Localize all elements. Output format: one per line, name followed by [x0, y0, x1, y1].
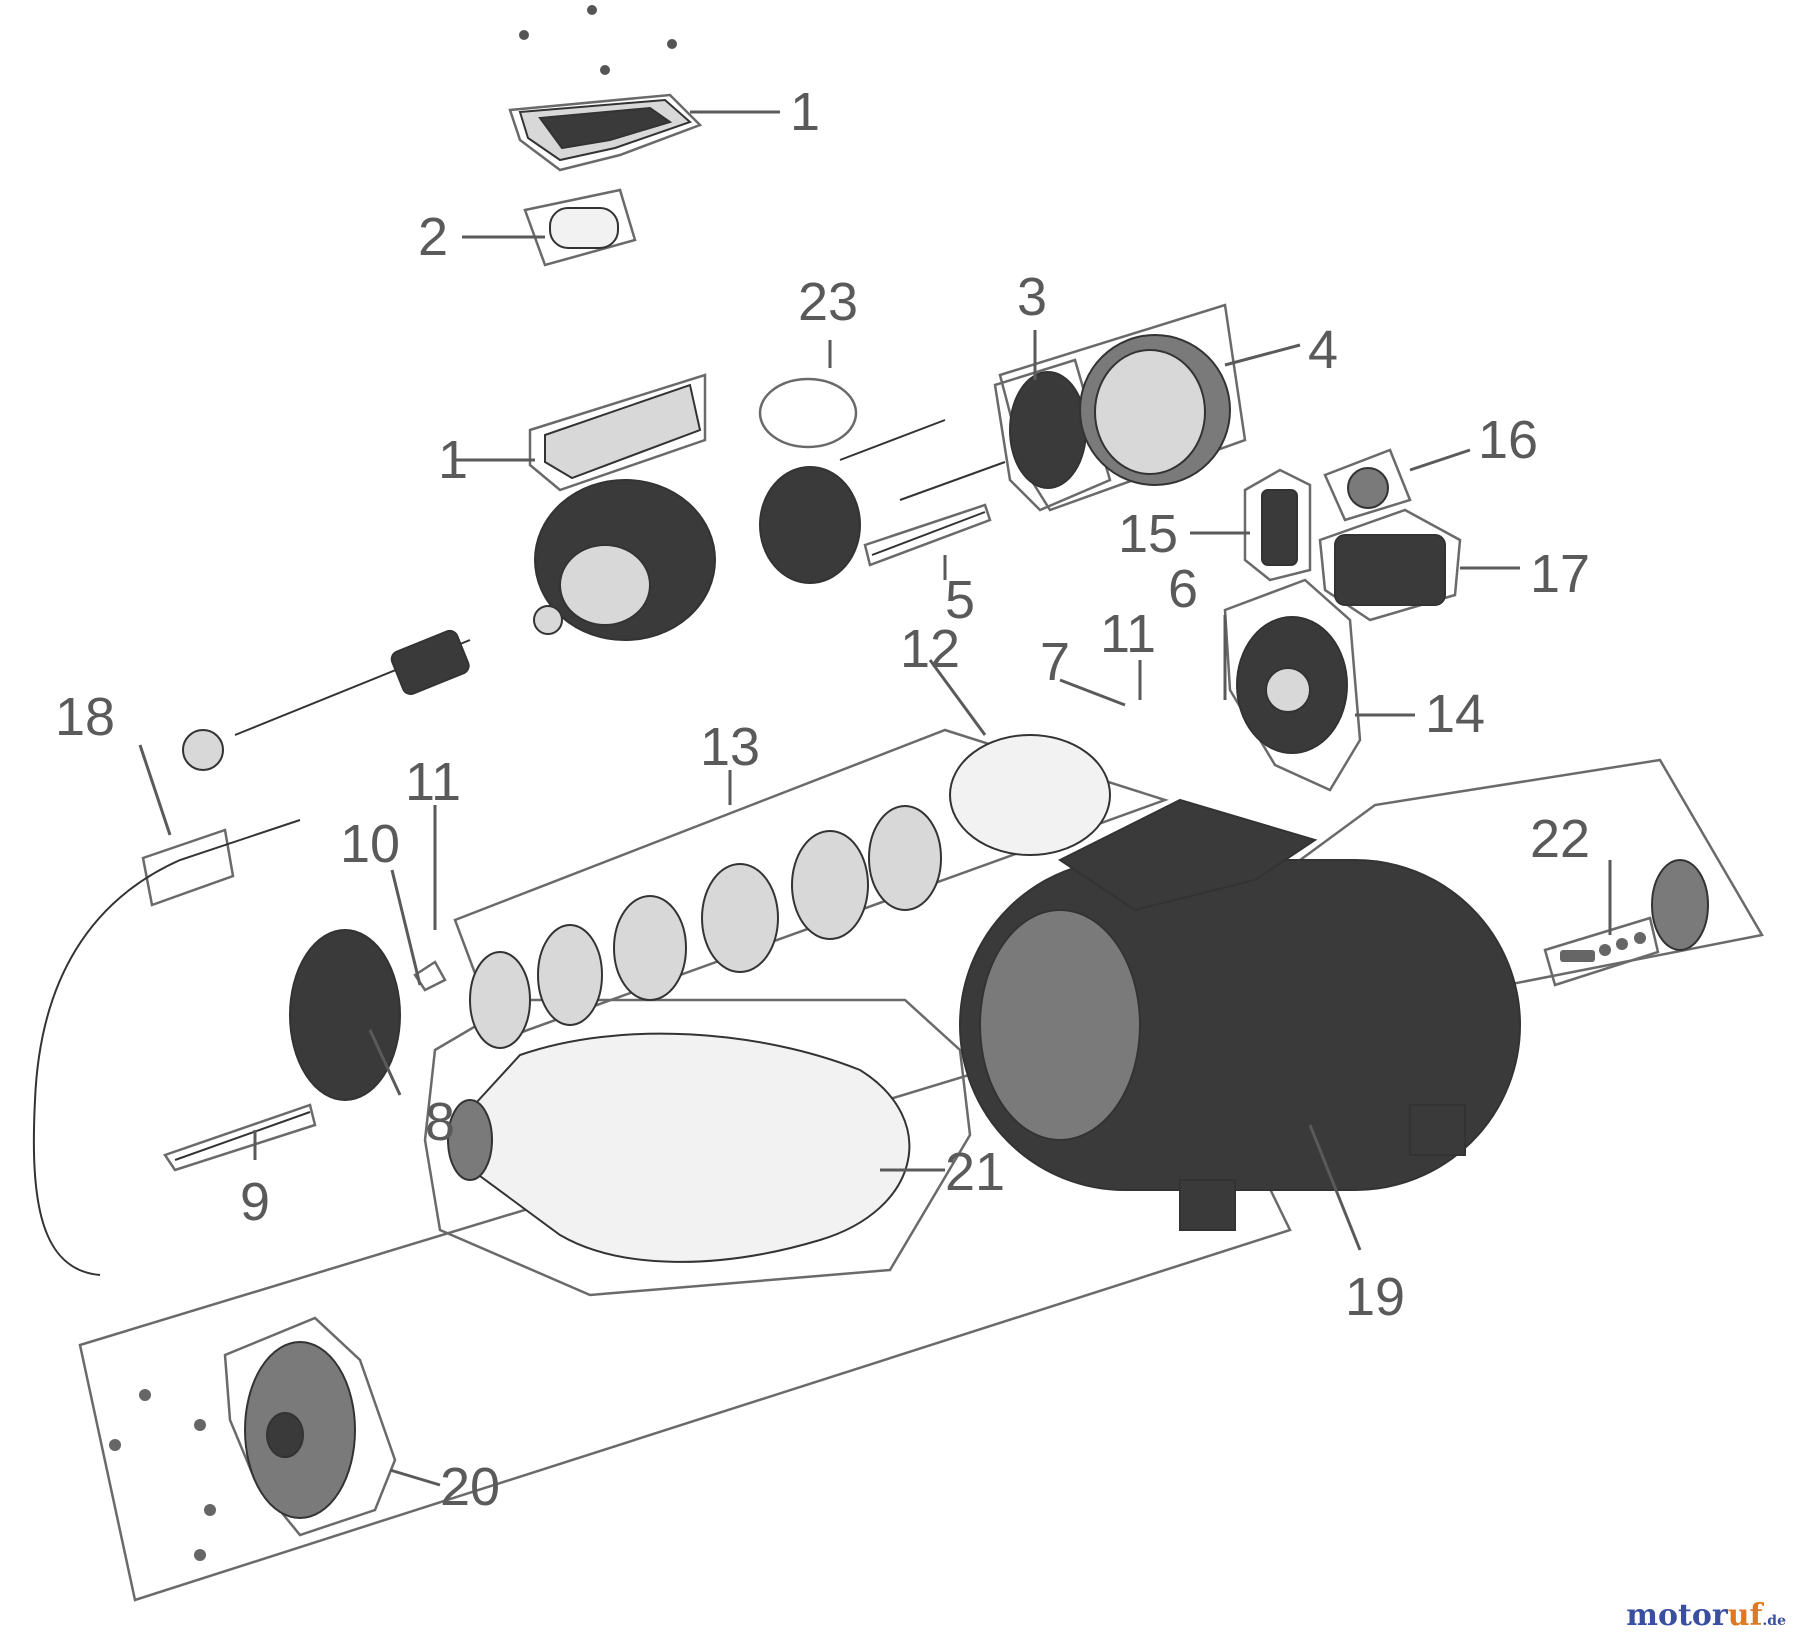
rotor — [390, 629, 470, 696]
tank-foot — [1179, 1179, 1236, 1231]
callout-16: 16 — [1478, 410, 1538, 470]
callout-22: 22 — [1530, 809, 1590, 869]
stator-bore — [559, 544, 651, 626]
callout-6: 6 — [1168, 559, 1198, 619]
suction-cover — [289, 929, 401, 1101]
pressure-switch — [1334, 534, 1446, 606]
callout-2: 2 — [418, 207, 448, 267]
callout-10: 10 — [340, 814, 400, 874]
callout-11-lower: 11 — [405, 752, 461, 812]
fan — [1009, 371, 1087, 489]
pressure-gauge — [1347, 467, 1389, 509]
callout-13: 13 — [700, 717, 760, 777]
pressure-switch-frame — [1318, 508, 1462, 622]
callout-15: 15 — [1118, 504, 1178, 564]
terminal-box — [544, 383, 702, 480]
gauge-frame — [1323, 448, 1412, 522]
hose-frame — [141, 828, 235, 907]
bearing-front — [533, 605, 563, 635]
flange-nozzle — [266, 1412, 304, 1458]
hose — [32, 819, 301, 1276]
callout-14: 14 — [1425, 684, 1485, 744]
callout-1-terminal-box: 1 — [438, 430, 468, 490]
cover-screws — [519, 5, 677, 75]
rail — [174, 1111, 311, 1161]
callout-4: 4 — [1308, 320, 1338, 380]
seal-ring-frame — [413, 960, 447, 992]
tee-fitting — [1261, 489, 1298, 566]
tee-fitting-frame — [1243, 468, 1312, 582]
callout-1: 1 — [790, 82, 820, 142]
flange-frame — [223, 1316, 397, 1537]
callout-11-upper: 11 — [1100, 604, 1156, 664]
valve-kit-frame — [1543, 916, 1660, 987]
rail — [871, 511, 986, 556]
switch-frame — [758, 377, 858, 449]
impeller-stack — [469, 805, 942, 1049]
top-cover-frame — [508, 93, 703, 172]
tank-mount-plate — [1058, 798, 1318, 912]
diffuser-cylinder — [949, 734, 1111, 856]
end-shield — [759, 466, 861, 584]
fan-frame — [993, 358, 1112, 512]
callout-3: 3 — [1017, 267, 1047, 327]
capacitor-frame — [523, 188, 637, 267]
callout-19: 19 — [1345, 1267, 1405, 1327]
tank-end-cap — [1651, 859, 1709, 951]
pump-housing-frame — [1223, 578, 1362, 792]
rail-bottom-frame — [163, 1103, 317, 1172]
diaphragm-bladder — [464, 1032, 911, 1263]
pump-housing-port — [1265, 667, 1311, 713]
fan-cover-inner — [1094, 349, 1206, 475]
callout-7: 7 — [1040, 632, 1070, 692]
shaft-rail-frame — [863, 503, 992, 567]
diaphragm-frame — [423, 998, 972, 1297]
bearing — [182, 729, 224, 771]
callout-12: 12 — [900, 619, 960, 679]
callout-23: 23 — [798, 272, 858, 332]
tie-rod — [839, 419, 946, 461]
callout-5: 5 — [945, 570, 975, 630]
motoruf-watermark-logo: motoruf.de — [1626, 1598, 1786, 1633]
callout-20: 20 — [440, 1457, 500, 1517]
bladder-mouth — [447, 1099, 493, 1181]
tie-rod — [899, 461, 1006, 501]
capacitor — [549, 207, 619, 249]
callout-9: 9 — [240, 1172, 270, 1232]
top-cover-grille — [538, 106, 673, 150]
callout-17: 17 — [1530, 544, 1590, 604]
callout-8: 8 — [425, 1092, 455, 1152]
tank-foot — [1409, 1104, 1466, 1156]
flange-bolts — [109, 1389, 216, 1561]
callout-21: 21 — [945, 1142, 1005, 1202]
callout-18: 18 — [55, 687, 115, 747]
valve-kit — [1560, 932, 1646, 962]
tank-end — [979, 909, 1141, 1141]
leader-lines — [138, 110, 1612, 1487]
